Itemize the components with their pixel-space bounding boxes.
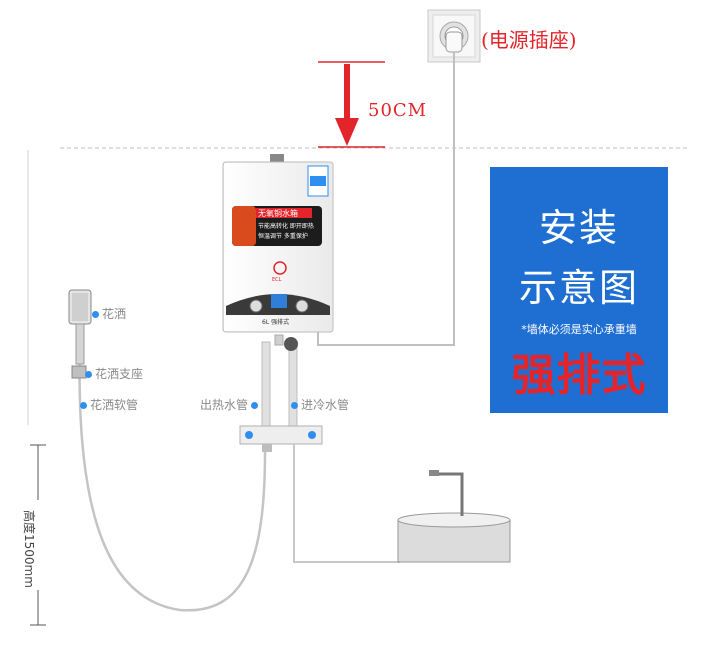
panel-type-label: 强排式 <box>511 350 647 401</box>
shower-holder-label: 花洒支座 <box>85 365 143 382</box>
sticker-line-2: 恒温调节 多重保护 <box>258 233 308 240</box>
knob-left <box>249 299 263 313</box>
cold-inlet-label: 进冷水管 <box>291 396 349 413</box>
sink <box>397 470 511 563</box>
height-label: 高度1500mm <box>22 510 36 588</box>
distance-label: 50CM <box>368 100 428 121</box>
shower-hose <box>78 339 267 612</box>
marker-dot <box>251 402 259 409</box>
water-heater <box>222 161 334 333</box>
info-panel: 安装 示意图 *墙体必须是实心承重墙 强排式 <box>490 167 668 413</box>
sticker-line-1: 节能高转化 即开即热 <box>258 223 314 230</box>
hot-outlet-label: 出热水管 <box>200 396 261 413</box>
panel-title-line-2: 示意图 <box>518 266 639 310</box>
brand-logo <box>273 261 287 275</box>
height-scale <box>30 444 46 626</box>
display-screen <box>271 294 287 308</box>
panel-note: *墙体必须是实心承重墙 <box>521 323 637 336</box>
heater-model-label: 6L 强排式 <box>262 319 290 326</box>
cold-water-pipe <box>293 444 400 563</box>
sticker-title: 无氧铜水箱 <box>258 209 298 218</box>
marker-dot <box>92 311 99 318</box>
valve-dot-right <box>308 431 316 439</box>
panel-title-line-1: 安装 <box>538 206 619 250</box>
shower-head-icon <box>68 289 92 379</box>
marker-dot <box>291 402 298 409</box>
mixer-valve <box>239 425 323 445</box>
outlet-label: (电源插座) <box>481 28 577 52</box>
heater-badge: ECL <box>272 277 282 283</box>
distance-marker <box>318 61 385 148</box>
shower-holder <box>71 365 87 379</box>
shower-hose-label: 花洒软管 <box>80 396 138 413</box>
power-cord <box>317 52 455 346</box>
knob-right <box>295 299 309 313</box>
marker-dot <box>80 402 87 409</box>
exhaust-pipe <box>270 154 284 164</box>
shower-head-label: 花洒 <box>92 305 126 322</box>
valve-dot-left <box>245 431 253 439</box>
water-pipes <box>261 334 298 435</box>
marker-dot <box>85 371 92 378</box>
